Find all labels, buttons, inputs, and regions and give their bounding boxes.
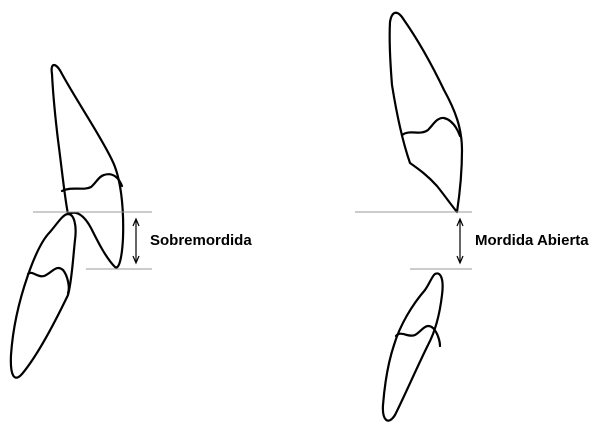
- upper-incisor-right: [390, 13, 462, 212]
- overbite-label: Sobremordida: [150, 233, 252, 248]
- lower-incisor-right: [383, 273, 443, 420]
- overbite-group: [11, 65, 152, 378]
- open-bite-label: Mordida Abierta: [475, 233, 589, 248]
- upper-incisor-left: [52, 65, 124, 267]
- lower-incisor-right-cej: [396, 326, 440, 346]
- lower-incisor-left-cej: [28, 268, 69, 293]
- lower-incisor-left: [11, 214, 76, 378]
- open-bite-group: [355, 13, 472, 421]
- upper-incisor-right-cej: [402, 118, 460, 136]
- upper-incisor-left-cej: [62, 174, 122, 191]
